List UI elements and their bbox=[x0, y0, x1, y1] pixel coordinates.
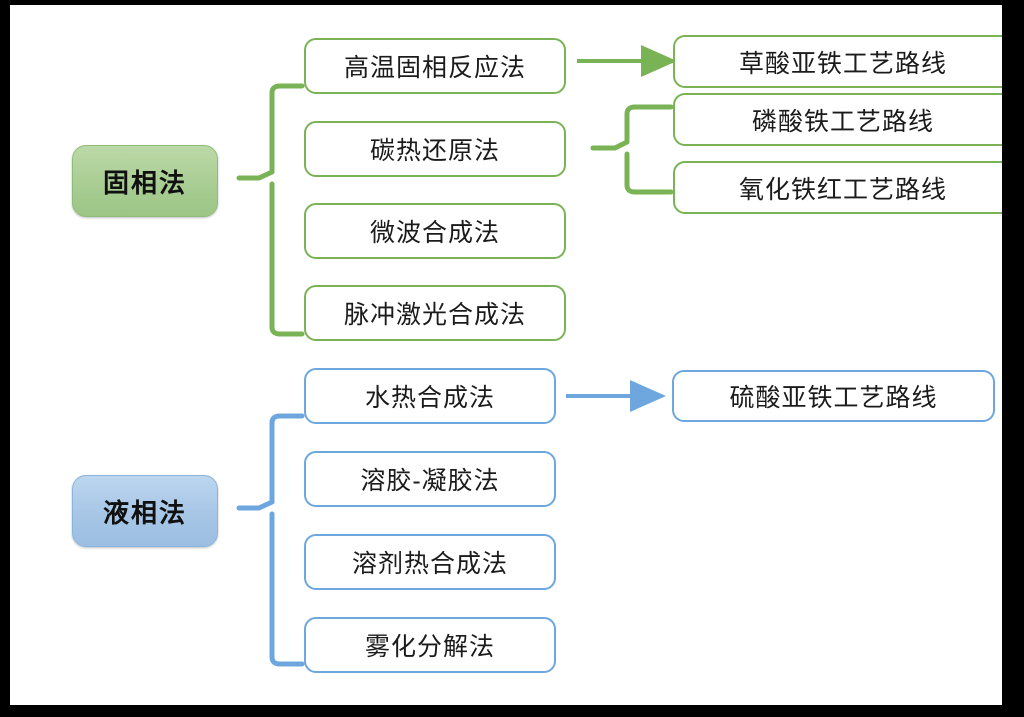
method-node-carbothermal-reduction-label: 碳热还原法 bbox=[369, 137, 500, 165]
root-node-liquid-phase-label: 液相法 bbox=[102, 497, 187, 528]
route-node-ferrous-oxalate[interactable]: 草酸亚铁工艺路线 bbox=[673, 35, 1002, 88]
root-node-solid-phase-label: 固相法 bbox=[102, 167, 187, 198]
method-node-pulsed-laser-synthesis-label: 脉冲激光合成法 bbox=[343, 301, 526, 329]
route-node-iron-phosphate[interactable]: 磷酸铁工艺路线 bbox=[673, 93, 1002, 146]
brace-carbothermal-routes bbox=[590, 104, 674, 195]
method-node-pulsed-laser-synthesis[interactable]: 脉冲激光合成法 bbox=[304, 285, 566, 341]
root-node-liquid-phase[interactable]: 液相法 bbox=[72, 475, 218, 547]
method-node-solvothermal-synthesis[interactable]: 溶剂热合成法 bbox=[304, 534, 556, 590]
method-node-sol-gel[interactable]: 溶胶-凝胶法 bbox=[304, 451, 556, 507]
root-node-solid-phase[interactable]: 固相法 bbox=[72, 145, 218, 217]
method-node-microwave-synthesis[interactable]: 微波合成法 bbox=[304, 203, 566, 259]
route-node-ferrous-sulfate[interactable]: 硫酸亚铁工艺路线 bbox=[672, 370, 995, 422]
route-node-ferrous-sulfate-label: 硫酸亚铁工艺路线 bbox=[729, 384, 938, 412]
method-node-hydrothermal-synthesis-label: 水热合成法 bbox=[364, 384, 495, 412]
method-node-high-temp-solid-state-label: 高温固相反应法 bbox=[343, 54, 526, 82]
method-node-solvothermal-synthesis-label: 溶剂热合成法 bbox=[351, 550, 508, 578]
brace-solid-phase bbox=[236, 83, 305, 337]
method-node-spray-pyrolysis[interactable]: 雾化分解法 bbox=[304, 617, 556, 673]
brace-liquid-phase bbox=[236, 413, 305, 667]
method-node-spray-pyrolysis-label: 雾化分解法 bbox=[364, 633, 495, 661]
method-node-sol-gel-label: 溶胶-凝胶法 bbox=[360, 467, 500, 495]
method-node-carbothermal-reduction[interactable]: 碳热还原法 bbox=[304, 121, 566, 177]
diagram-canvas: 固相法 高温固相反应法 碳热还原法 微波合成法 脉冲激光合成法 草酸亚铁工艺路线… bbox=[10, 5, 1002, 705]
route-node-ferrous-oxalate-label: 草酸亚铁工艺路线 bbox=[738, 49, 947, 78]
route-node-iron-oxide-red-label: 氧化铁红工艺路线 bbox=[738, 175, 947, 204]
method-node-high-temp-solid-state[interactable]: 高温固相反应法 bbox=[304, 38, 566, 94]
route-node-iron-phosphate-label: 磷酸铁工艺路线 bbox=[751, 107, 934, 136]
method-node-microwave-synthesis-label: 微波合成法 bbox=[369, 219, 500, 247]
route-node-iron-oxide-red[interactable]: 氧化铁红工艺路线 bbox=[673, 161, 1002, 214]
method-node-hydrothermal-synthesis[interactable]: 水热合成法 bbox=[304, 368, 556, 424]
